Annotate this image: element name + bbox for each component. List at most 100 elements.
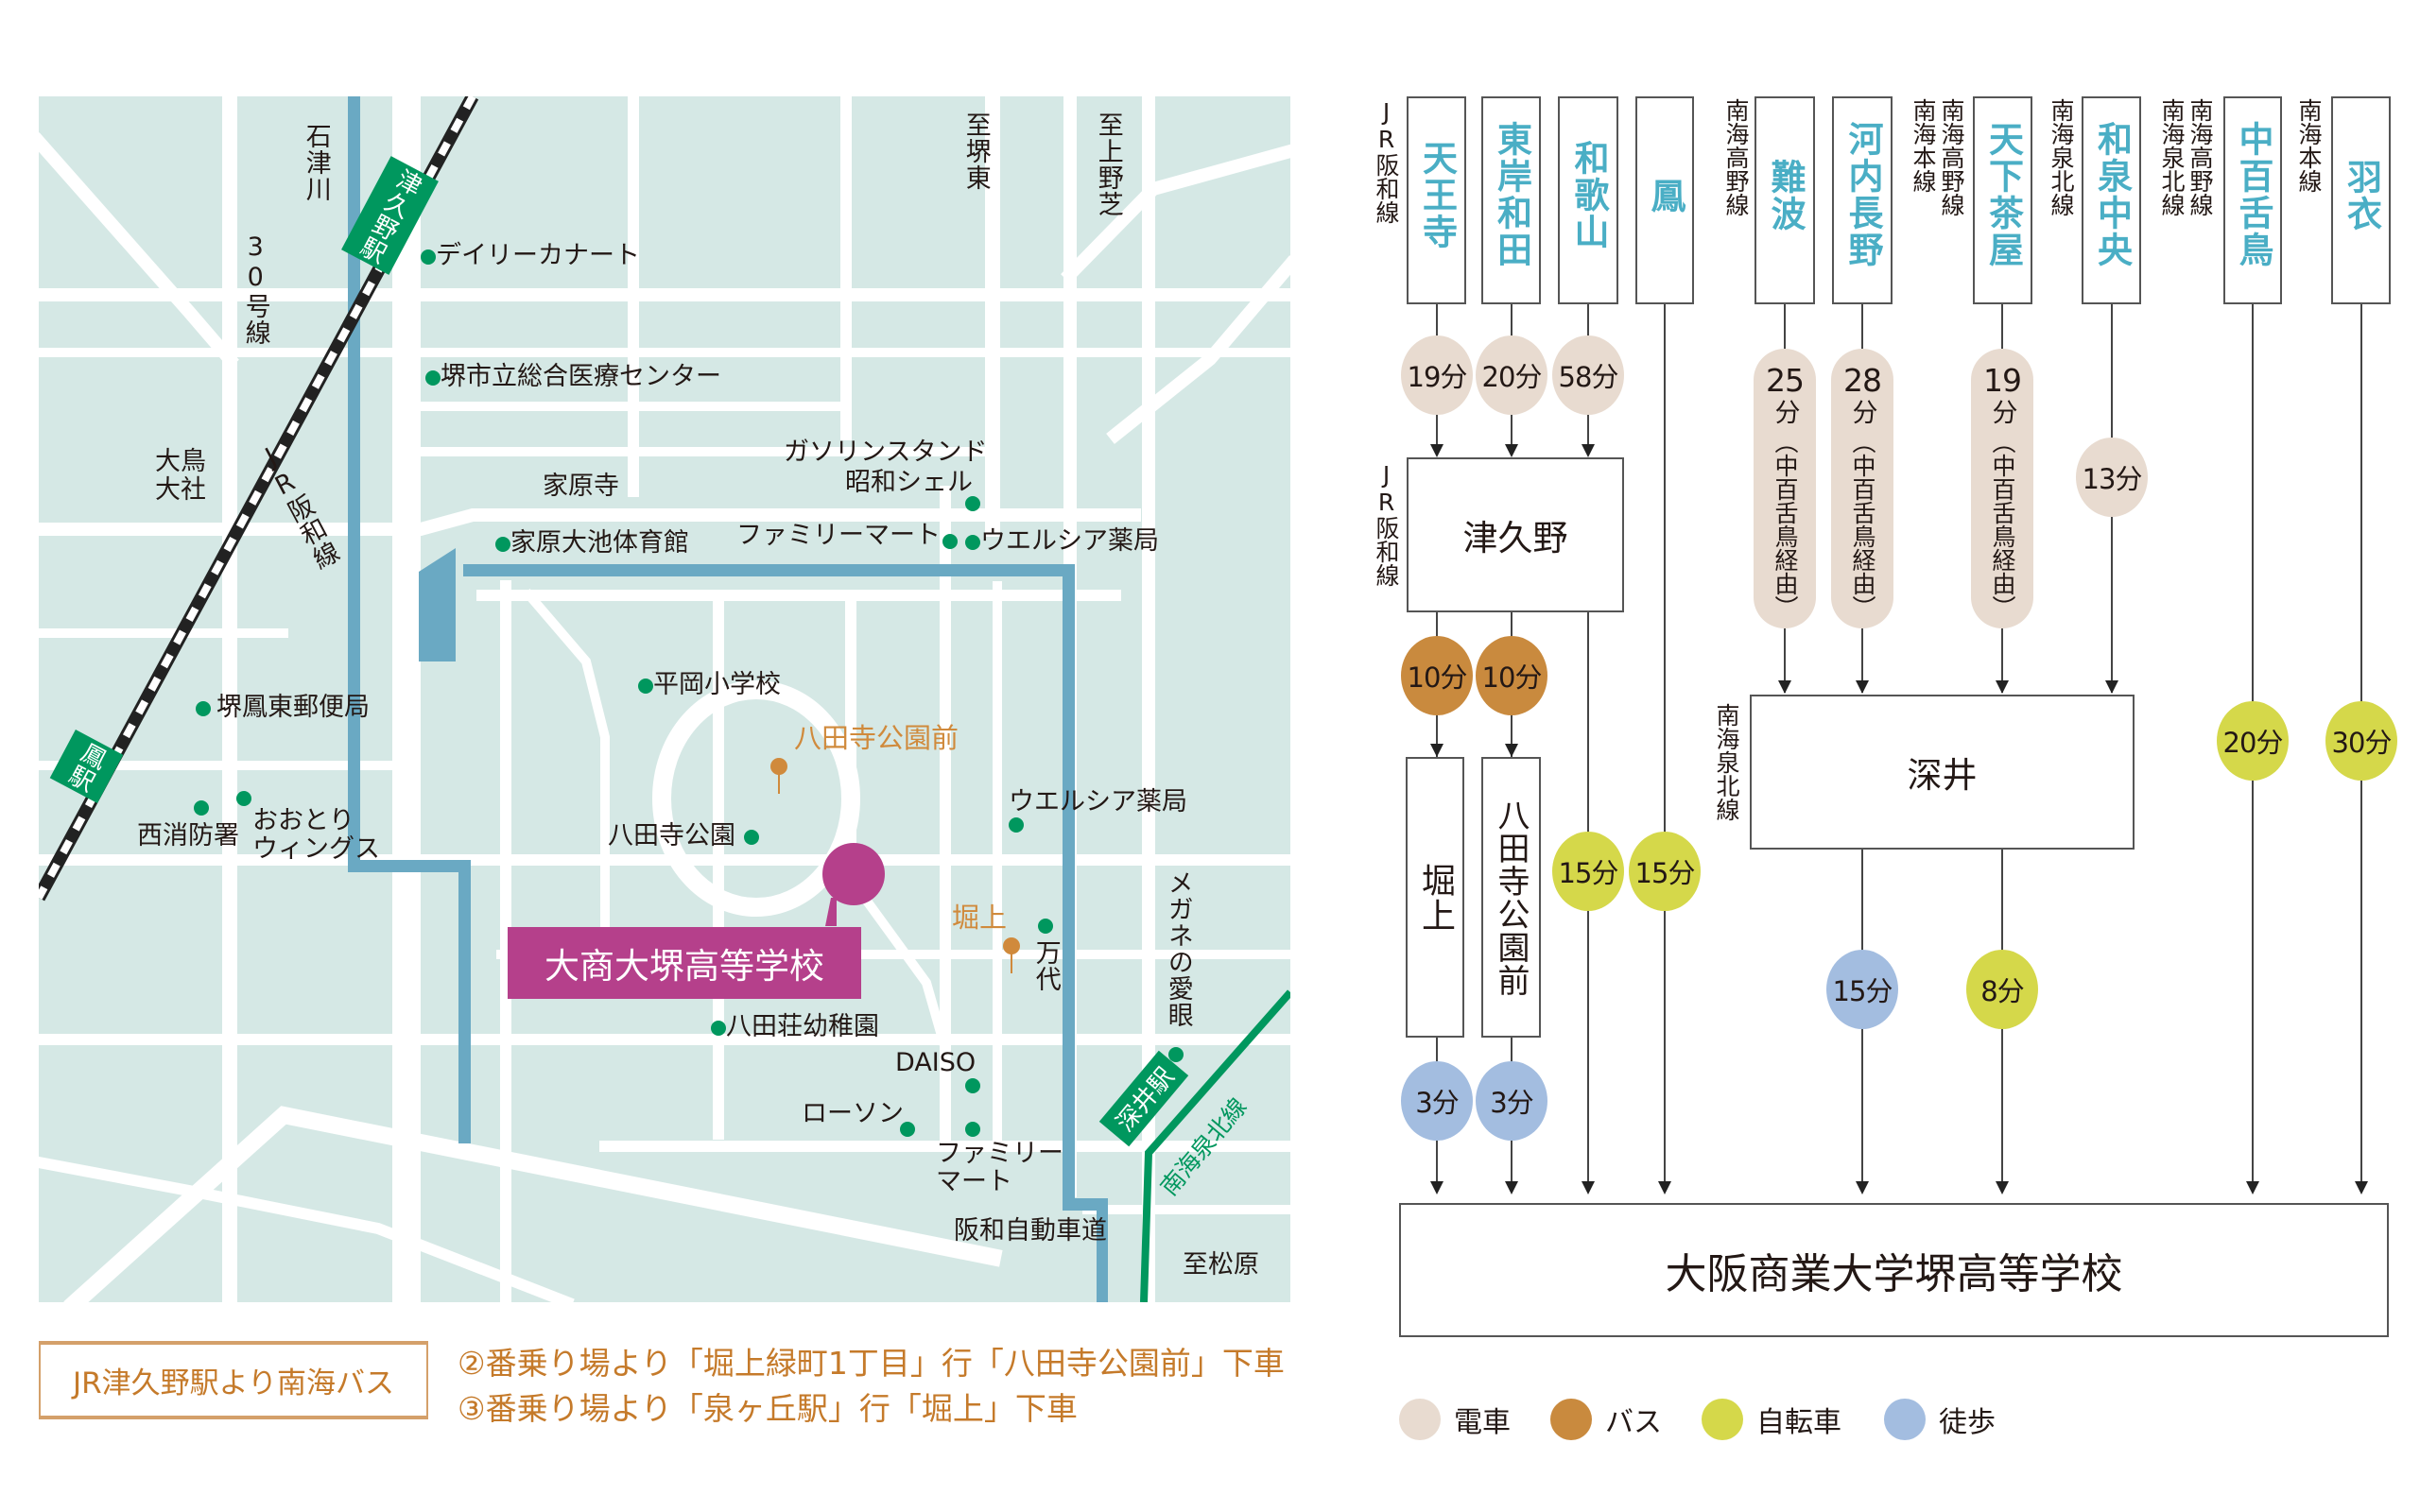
landmark-dot (194, 800, 209, 816)
bike-time-otori: 15分 (1629, 832, 1701, 911)
landmark-dot (743, 829, 759, 845)
landmark-ebara-gym: 家原大池体育館 (495, 529, 689, 558)
arrow-down-icon (1430, 444, 1443, 457)
line-label-nankai-main: 南海本線 (1910, 98, 1937, 193)
station-namba[interactable]: 難波 (1754, 96, 1815, 304)
landmark-fire-station: 西消防署 (137, 821, 239, 850)
landmark-otori-taisha: 大鳥大社 (155, 447, 206, 505)
hanwa-expressway-label: 阪和自動車道 (954, 1216, 1107, 1246)
legend-bus: バス (1550, 1399, 1662, 1440)
station-wakayama[interactable]: 和歌山 (1558, 96, 1618, 304)
landmark-daiso: DAISO (895, 1048, 977, 1077)
landmark-dot (1009, 817, 1024, 833)
bike-time-fukai: 8分 (1966, 950, 2038, 1029)
school-label[interactable]: 大商大堺高等学校 (508, 927, 861, 999)
landmark-gas-station: ガソリンスタンド (784, 438, 988, 467)
landmark-ebaraji: 家原寺 (543, 472, 619, 501)
bus-swatch-icon (1550, 1399, 1592, 1440)
landmark-mandai: 万代 (1030, 939, 1061, 992)
landmark-dot (1168, 1047, 1184, 1062)
landmark-hachitaso-kindergarten: 八田荘幼稚園 (711, 1013, 879, 1041)
landmark-dot (965, 496, 980, 511)
train-time-higashikishiwada: 20分 (1476, 335, 1547, 415)
landmark-meganeno-aigan: メガネの愛眼 (1163, 869, 1193, 1028)
station-higashikishiwada[interactable]: 東岸和田 (1481, 96, 1541, 304)
bus-time-horiage: 10分 (1401, 636, 1473, 715)
station-nakamozu[interactable]: 中百舌鳥 (2223, 96, 2282, 304)
arrow-down-icon (1430, 1181, 1443, 1194)
line-label-nankai-koya-3: 南海高野線 (2187, 98, 2214, 216)
bus-stop-pin-icon[interactable] (770, 758, 787, 796)
school-callout-pointer (825, 898, 837, 926)
line-label-nankai-senboku-3: 南海泉北線 (1713, 703, 1740, 821)
bus-stop-horiage-label: 堀上 (952, 902, 1008, 934)
landmark-dot (965, 1078, 980, 1093)
arrow-down-icon (1582, 444, 1595, 457)
landmark-hiraoka-school: 平岡小学校 (638, 671, 781, 699)
train-time-izumichuo: 13分 (2076, 438, 2148, 517)
direction-sakai-higashi: 至堺東 (960, 112, 991, 191)
legend-walk: 徒歩 (1884, 1399, 1996, 1440)
train-time-namba: 25 分 （中百舌鳥経由） (1754, 349, 1816, 628)
bike-time-hagoromo: 30分 (2325, 701, 2397, 781)
school-location-marker[interactable] (822, 843, 885, 905)
legend-bicycle: 自転車 (1702, 1399, 1841, 1440)
landmark-showa-shell: 昭和シェル (845, 468, 973, 497)
line-label-jr-hanwa-2: JR阪和線 (1373, 461, 1400, 587)
landmark-dot (425, 369, 441, 386)
arrow-down-icon (2355, 1181, 2368, 1194)
landmark-hachitaji-park: 八田寺公園 (608, 822, 759, 850)
station-otori[interactable]: 鳳 (1635, 96, 1694, 304)
walk-swatch-icon (1884, 1399, 1926, 1440)
bus-time-hachitaji: 10分 (1476, 636, 1547, 715)
arrow-down-icon (1996, 1181, 2009, 1194)
line-label-nankai-senboku: 南海泉北線 (2048, 98, 2075, 216)
arrow-down-icon (1430, 744, 1443, 757)
route30-label: 30号線 (240, 232, 270, 346)
arrow-down-icon (2105, 680, 2118, 694)
landmark-dot (495, 536, 510, 552)
bike-time-nakamozu: 20分 (2217, 701, 2289, 781)
walk-time-fukai: 15分 (1826, 950, 1898, 1029)
hub-tsukuno[interactable]: 津久野 (1407, 457, 1624, 612)
landmark-dot (965, 1122, 980, 1137)
arrow-down-icon (1505, 744, 1518, 757)
landmark-dot (236, 791, 251, 806)
hub-fukai[interactable]: 深井 (1750, 695, 2135, 850)
landmark-dot (1038, 919, 1053, 934)
river (348, 96, 1108, 1302)
train-time-kawachinagano: 28 分 （中百舌鳥経由） (1831, 349, 1893, 628)
access-map[interactable]: 至堺東 至上野芝 至松原 石津川 30号線 JR阪和線 阪和自動車道 津久野駅 … (39, 96, 1290, 1302)
station-izumichuo[interactable]: 和泉中央 (2082, 96, 2141, 304)
bus-info-line-2: ③番乗り場より「泉ヶ丘駅」行「堀上」下車 (458, 1390, 1078, 1427)
landmark-familymart-2: ファミリーマート (936, 1139, 1063, 1196)
station-kawachinagano[interactable]: 河内長野 (1832, 96, 1893, 304)
walk-time-horiage: 3分 (1401, 1061, 1473, 1141)
direction-matsubara: 至松原 (1183, 1250, 1259, 1280)
train-swatch-icon (1399, 1399, 1441, 1440)
line-label-jr-hanwa: JR阪和線 (1373, 98, 1400, 224)
train-time-wakayama: 58分 (1552, 335, 1624, 415)
arrow-down-icon (1778, 680, 1791, 694)
landmark-otori-wings: おおとりウィングス (252, 806, 380, 864)
bicycle-swatch-icon (1702, 1399, 1743, 1440)
arrow-down-icon (1582, 1181, 1595, 1194)
arrow-down-icon (1658, 1181, 1671, 1194)
line-label-nankai-koya: 南海高野線 (1722, 98, 1750, 216)
station-tengachaya[interactable]: 天下茶屋 (1973, 96, 2032, 304)
landmark-dot (965, 534, 980, 550)
line-label-nankai-koya-2: 南海高野線 (1938, 98, 1965, 216)
line-label-nankai-senboku-2: 南海泉北線 (2158, 98, 2186, 216)
destination-school[interactable]: 大阪商業大学堺高等学校 (1399, 1203, 2389, 1337)
landmark-medical-center: 堺市立総合医療センター (425, 363, 721, 391)
stop-horiage[interactable]: 堀上 (1406, 757, 1464, 1038)
arrow-down-icon (1505, 444, 1518, 457)
landmark-welcia-2: ウエルシア薬局 (1009, 787, 1187, 816)
direction-kami-nonoshiba: 至上野芝 (1093, 112, 1123, 217)
landmark-dot (711, 1020, 726, 1036)
station-hagoromo[interactable]: 羽衣 (2331, 96, 2391, 304)
stop-hachitaji-koenmae[interactable]: 八田寺公園前 (1481, 757, 1541, 1038)
station-tennoji[interactable]: 天王寺 (1407, 96, 1466, 304)
landmark-post-office: 堺鳳東郵便局 (196, 694, 370, 722)
bus-stop-pin-icon[interactable] (1003, 937, 1020, 975)
